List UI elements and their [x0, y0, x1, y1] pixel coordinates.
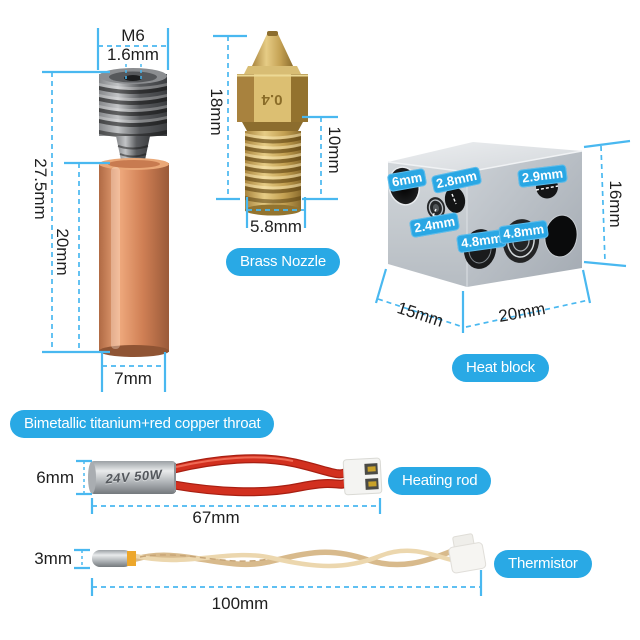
nozzle-thread-length-dim: 10mm [325, 126, 344, 174]
throat-thread-size-dim: M6 [121, 26, 145, 45]
throat-total-length-dim: 27.5mm [31, 158, 50, 220]
thermistor-art [92, 533, 487, 574]
nozzle-label: Brass Nozzle [226, 248, 340, 276]
heating-rod-length-dim: 67mm [192, 508, 240, 527]
heating-rod-label: Heating rod [388, 467, 492, 495]
thermistor-diameter-dim: 3mm [34, 549, 72, 568]
heating-rod-connector [342, 457, 383, 496]
nozzle-flat-width-dim: 5.8mm [250, 217, 302, 236]
nozzle-art [237, 31, 308, 216]
throat-diameter-dim: 7mm [114, 369, 152, 388]
heat-block-art [387, 142, 583, 287]
heating-rod-art [88, 454, 383, 497]
thermistor-length-dim: 100mm [211, 594, 269, 613]
nozzle-total-length-dim: 18mm [207, 88, 226, 136]
thermistor-dimension-lines [74, 548, 483, 596]
heating-rod-dimension-lines [76, 459, 382, 514]
heat-block-height-dim: 16mm [606, 180, 625, 228]
throat-dimension-lines [42, 28, 170, 392]
thermistor-label: Thermistor [494, 550, 592, 578]
heat-block-label: Heat block [452, 354, 549, 382]
thermistor-connector [448, 533, 487, 574]
throat-body-length-dim: 20mm [53, 228, 72, 276]
nozzle-size-marking: 0.4 [261, 91, 283, 108]
heat-block-dimension-lines [374, 139, 631, 333]
heating-rod-diameter-dim: 6mm [36, 468, 74, 487]
throat-label: Bimetallic titanium+red copper throat [10, 410, 275, 438]
throat-bore-dim: 1.6mm [107, 45, 159, 64]
throat-art [99, 68, 169, 357]
nozzle-dimension-lines [213, 34, 338, 228]
